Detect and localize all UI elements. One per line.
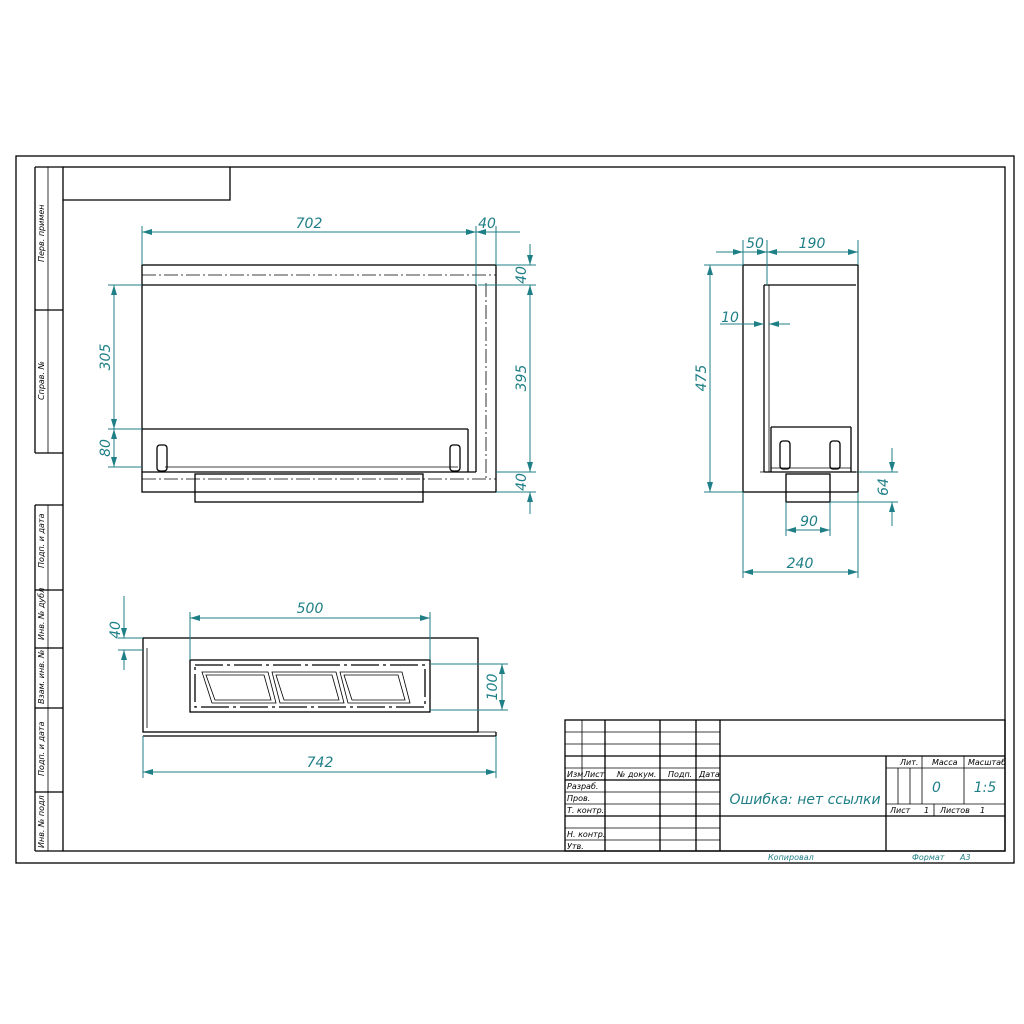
corner-stamp-box <box>63 167 231 201</box>
tb-col-data: Дата <box>698 770 720 779</box>
dim-side-leg: 64 <box>876 478 892 496</box>
dim-side-gap: 10 <box>721 310 739 326</box>
outer-border <box>15 155 1015 864</box>
tb-row-tkontr: Т. контр. <box>567 806 604 815</box>
tb-massa: Масса <box>932 758 958 767</box>
tb-list-label: Лист <box>889 806 911 815</box>
tb-massa-value: 0 <box>932 780 941 796</box>
dim-side-total: 240 <box>787 556 814 572</box>
tb-col-doc: № докум. <box>616 770 656 779</box>
side-view <box>742 264 859 503</box>
dim-front-bottom-inner: 80 <box>98 439 114 457</box>
dim-side-height: 475 <box>694 365 710 392</box>
tb-format-value: A3 <box>959 853 971 862</box>
tb-row-utv: Утв. <box>567 842 584 851</box>
dim-top-burner-width: 100 <box>485 674 501 701</box>
dim-side-base: 90 <box>800 514 818 530</box>
tb-listov-value: 1 <box>980 806 985 815</box>
dim-front-height: 395 <box>514 365 530 392</box>
label-inv-podl: Инв. № подл <box>37 795 46 848</box>
left-side-columns <box>34 166 63 852</box>
tb-row-razrab: Разраб. <box>567 782 598 791</box>
tb-scale-value: 1:5 <box>974 780 997 796</box>
label-podp-data-2: Подп. и дата <box>37 721 46 776</box>
tb-col-podp: Подп. <box>668 770 692 779</box>
dim-front-width: 702 <box>296 216 323 232</box>
label-inv-dubl: Инв. № дубл <box>37 588 46 640</box>
inner-frame <box>62 166 1006 852</box>
tb-masshtab: Масштаб <box>968 758 1006 767</box>
label-perv-primen: Перв. примен <box>37 204 46 262</box>
front-view <box>141 264 497 503</box>
dim-front-bottom: 40 <box>514 473 530 491</box>
dim-top-length: 742 <box>307 755 334 771</box>
dim-top-offset: 40 <box>108 621 124 639</box>
tb-list-value: 1 <box>924 806 929 815</box>
title-block <box>564 719 1006 852</box>
tb-lit: Лит. <box>899 758 918 767</box>
top-dimensions <box>118 596 508 778</box>
dim-front-wall: 40 <box>478 216 496 232</box>
front-dimensions <box>108 226 536 514</box>
side-dimensions <box>704 240 898 578</box>
label-vzam-inv: Взам. инв. № <box>37 650 46 704</box>
tb-format-label: Формат <box>912 853 945 862</box>
tb-col-list: Лист <box>583 770 605 779</box>
tb-kopiroval: Копировал <box>768 853 814 862</box>
label-podp-data-1: Подп. и дата <box>37 513 46 568</box>
dim-front-top: 40 <box>514 266 530 284</box>
tb-title: Ошибка: нет ссылки <box>729 792 880 808</box>
dim-front-inner: 305 <box>98 344 114 371</box>
tb-listov-label: Листов <box>939 806 970 815</box>
dim-top-burner: 500 <box>297 601 324 617</box>
tb-row-nkontr: Н. контр. <box>567 830 605 839</box>
tb-row-prov: Пров. <box>567 794 590 803</box>
dim-side-left: 50 <box>746 236 764 252</box>
tb-col-izm: Изм. <box>567 770 586 779</box>
dim-side-depth: 190 <box>799 236 826 252</box>
label-sprav-no: Справ. № <box>37 361 46 400</box>
top-view <box>142 637 497 737</box>
